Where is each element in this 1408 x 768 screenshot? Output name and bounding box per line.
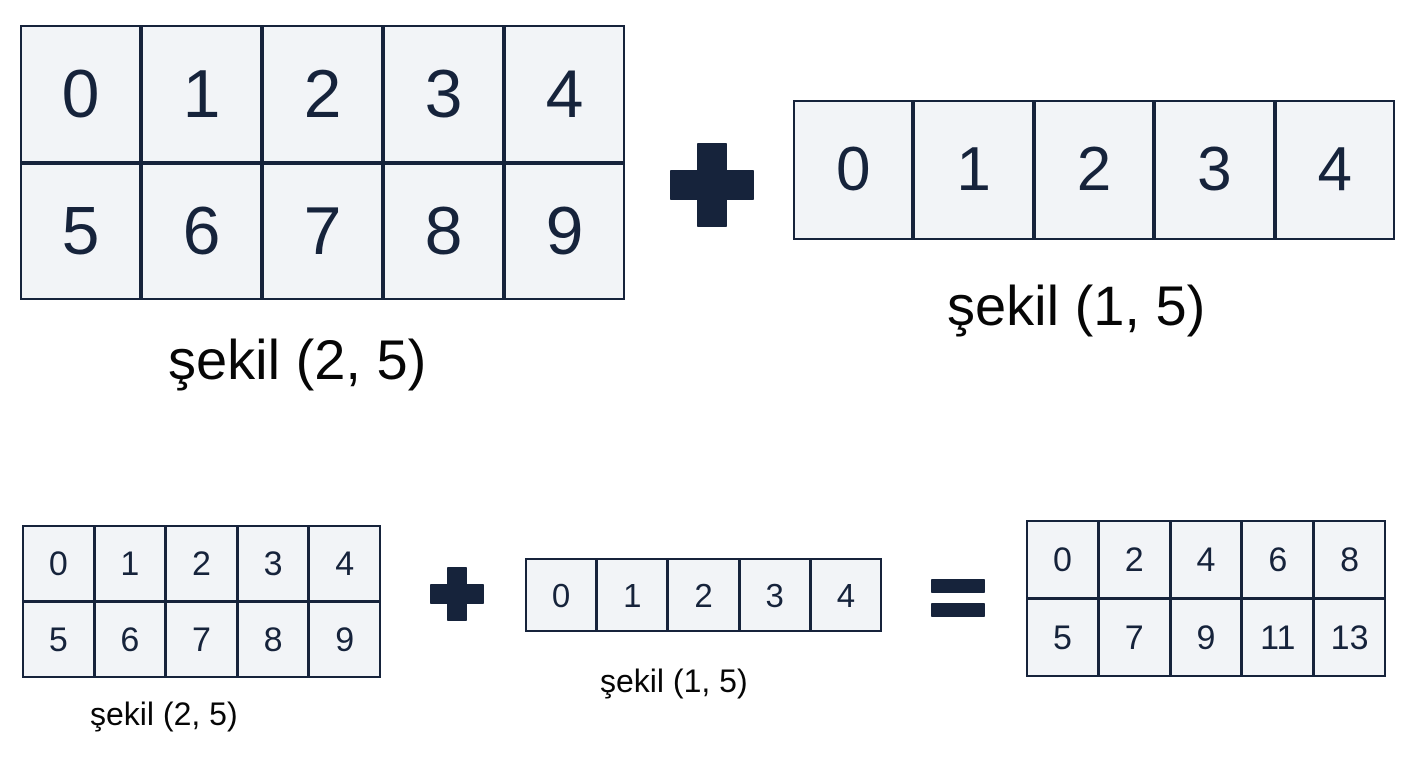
matrix-cell: 3 [238, 527, 308, 600]
matrix-cell: 4 [811, 560, 880, 630]
matrix-cell: 0 [22, 27, 139, 161]
equals-bottom-bar [931, 603, 985, 617]
matrix-cell: 5 [22, 164, 139, 298]
matrix-cell: 2 [264, 27, 381, 161]
plus-vertical-bar [447, 567, 467, 621]
matrix-cell: 0 [527, 560, 596, 630]
plus-icon [670, 143, 754, 227]
shape-label-top-left: şekil (2, 5) [168, 328, 427, 391]
matrix-grid-top-right: 0 1 2 3 4 [793, 100, 1395, 240]
matrix-cell: 2 [1035, 102, 1153, 238]
matrix-grid-bottom-left: 0 1 2 3 4 5 6 7 8 9 [22, 525, 381, 678]
matrix-cell: 9 [1171, 600, 1241, 675]
matrix-cell: 9 [310, 603, 379, 676]
matrix-cell: 0 [24, 527, 93, 600]
matrix-cell: 2 [1099, 522, 1169, 597]
matrix-cell: 11 [1243, 600, 1313, 675]
matrix-cell: 13 [1315, 600, 1384, 675]
shape-label-bottom-left: şekil (2, 5) [90, 696, 238, 732]
matrix-cell: 4 [1276, 102, 1393, 238]
matrix-cell: 3 [1156, 102, 1273, 238]
matrix-cell: 7 [264, 164, 381, 298]
matrix-cell: 0 [795, 102, 912, 238]
matrix-cell: 8 [1315, 522, 1384, 597]
matrix-cell: 9 [506, 164, 623, 298]
matrix-cell: 4 [506, 27, 623, 161]
matrix-cell: 3 [740, 560, 809, 630]
equals-icon [931, 579, 985, 617]
shape-label-bottom-middle: şekil (1, 5) [600, 663, 748, 699]
matrix-cell: 4 [1171, 522, 1241, 597]
matrix-grid-bottom-middle: 0 1 2 3 4 [525, 558, 882, 632]
matrix-cell: 6 [1243, 522, 1313, 597]
shape-label-top-right: şekil (1, 5) [947, 274, 1206, 337]
matrix-cell: 5 [24, 603, 93, 676]
plus-icon [430, 567, 484, 621]
matrix-cell: 8 [385, 164, 502, 298]
matrix-cell: 2 [167, 527, 236, 600]
matrix-cell: 6 [143, 164, 260, 298]
matrix-grid-bottom-right-result: 0 2 4 6 8 5 7 9 11 13 [1026, 520, 1386, 677]
matrix-cell: 4 [310, 527, 379, 600]
matrix-cell: 1 [95, 527, 165, 600]
matrix-cell: 5 [1028, 600, 1097, 675]
matrix-cell: 1 [143, 27, 260, 161]
matrix-cell: 3 [385, 27, 502, 161]
matrix-cell: 8 [238, 603, 308, 676]
matrix-cell: 2 [669, 560, 738, 630]
matrix-cell: 1 [598, 560, 667, 630]
matrix-cell: 0 [1028, 522, 1097, 597]
matrix-cell: 7 [167, 603, 236, 676]
equals-top-bar [931, 579, 985, 593]
matrix-cell: 6 [95, 603, 165, 676]
matrix-cell: 7 [1099, 600, 1169, 675]
plus-vertical-bar [697, 143, 727, 227]
matrix-grid-top-left: 0 1 2 3 4 5 6 7 8 9 [20, 25, 625, 300]
matrix-cell: 1 [915, 102, 1032, 238]
